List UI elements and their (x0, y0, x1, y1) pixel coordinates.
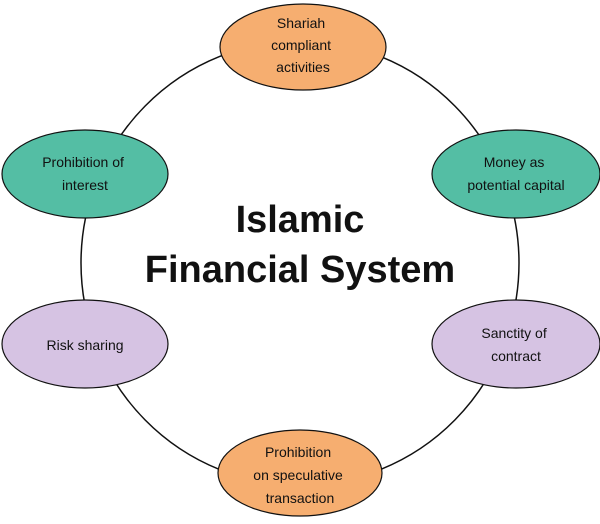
node-upper-left-ellipse (1, 129, 169, 219)
node-bottom-line2: on speculative (253, 467, 343, 483)
node-bottom-label: Prohibition on speculative transaction (253, 444, 346, 506)
node-upper-left-line1: Prohibition of (42, 154, 124, 170)
node-top-line3: activities (276, 59, 330, 75)
node-upper-left-label: Prohibition of interest (42, 154, 128, 193)
node-upper-right-line1: Money as (484, 154, 545, 170)
node-upper-right-line2: potential capital (467, 177, 564, 193)
node-lower-left-line1: Risk sharing (46, 337, 123, 353)
node-bottom-line1: Prohibition (265, 444, 331, 460)
node-sanctity-of-contract: Sanctity of contract (431, 299, 600, 389)
node-risk-sharing: Risk sharing (1, 299, 169, 389)
center-title-line2: Financial System (145, 249, 455, 291)
node-money-potential-capital: Money as potential capital (431, 129, 600, 219)
node-lower-left-ellipse (1, 299, 169, 389)
node-upper-left-line2: interest (62, 177, 108, 193)
node-lower-right-line1: Sanctity of (481, 325, 546, 341)
node-lower-right-line2: contract (491, 348, 541, 364)
node-lower-right-ellipse (431, 299, 600, 389)
node-prohibition-of-interest: Prohibition of interest (1, 129, 169, 219)
center-title-line1: Islamic (236, 199, 365, 241)
node-lower-left-label: Risk sharing (46, 337, 123, 353)
node-lower-right-label: Sanctity of contract (481, 325, 550, 364)
node-top-ellipse (219, 3, 387, 91)
node-top-label: Shariah compliant activities (271, 15, 335, 75)
node-top-line2: compliant (271, 37, 331, 53)
node-shariah-compliant: Shariah compliant activities (219, 3, 387, 91)
node-prohibition-speculative: Prohibition on speculative transaction (217, 429, 383, 517)
node-upper-right-ellipse (431, 129, 600, 219)
node-top-line1: Shariah (277, 15, 325, 31)
node-upper-right-label: Money as potential capital (467, 154, 564, 193)
node-bottom-line3: transaction (266, 490, 334, 506)
node-bottom-ellipse (217, 429, 383, 517)
